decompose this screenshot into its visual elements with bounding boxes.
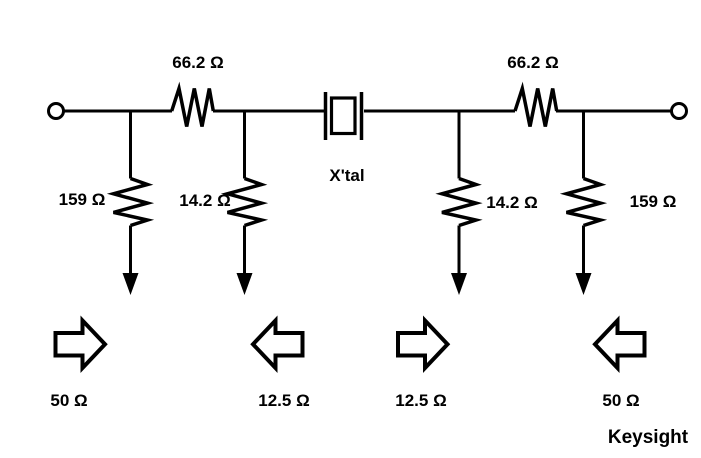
shunt-resistor-2 xyxy=(220,111,269,295)
shunt-resistor-3 xyxy=(435,111,483,295)
series-resistor-right-icon xyxy=(513,81,559,127)
impedance-label-4: 50 Ω xyxy=(602,391,640,410)
keysight-logo: Keysight xyxy=(607,427,689,448)
output-terminal-icon xyxy=(670,102,688,120)
down-arrow-icon xyxy=(451,273,467,295)
series-resistor-left-label: 66.2 Ω xyxy=(172,53,224,72)
series-resistor-left-icon xyxy=(170,81,216,127)
shunt-resistor-3-label: 14.2 Ω xyxy=(486,193,538,212)
impedance-label-3: 12.5 Ω xyxy=(395,391,447,410)
crystal-label: X'tal xyxy=(329,166,365,185)
impedance-label-1: 50 Ω xyxy=(50,391,88,410)
shunt-resistor-1 xyxy=(106,111,155,295)
impedance-arrow-right-icon xyxy=(396,315,451,374)
series-resistor-right-label: 66.2 Ω xyxy=(507,53,559,72)
crystal-icon xyxy=(323,92,364,140)
down-arrow-icon xyxy=(575,273,592,295)
impedance-label-2: 12.5 Ω xyxy=(258,391,310,410)
shunt-resistor-4-label: 159 Ω xyxy=(629,192,677,211)
down-arrow-icon xyxy=(122,273,139,295)
input-terminal-icon xyxy=(47,102,65,120)
shunt-resistor-2-label: 14.2 Ω xyxy=(179,191,231,210)
impedance-arrow-right-icon xyxy=(53,315,108,374)
shunt-resistor-4 xyxy=(559,111,608,295)
shunt-resistor-1-label: 159 Ω xyxy=(58,190,106,209)
impedance-arrow-left-icon xyxy=(592,315,647,374)
down-arrow-icon xyxy=(236,273,253,295)
impedance-arrow-left-icon xyxy=(250,315,305,374)
